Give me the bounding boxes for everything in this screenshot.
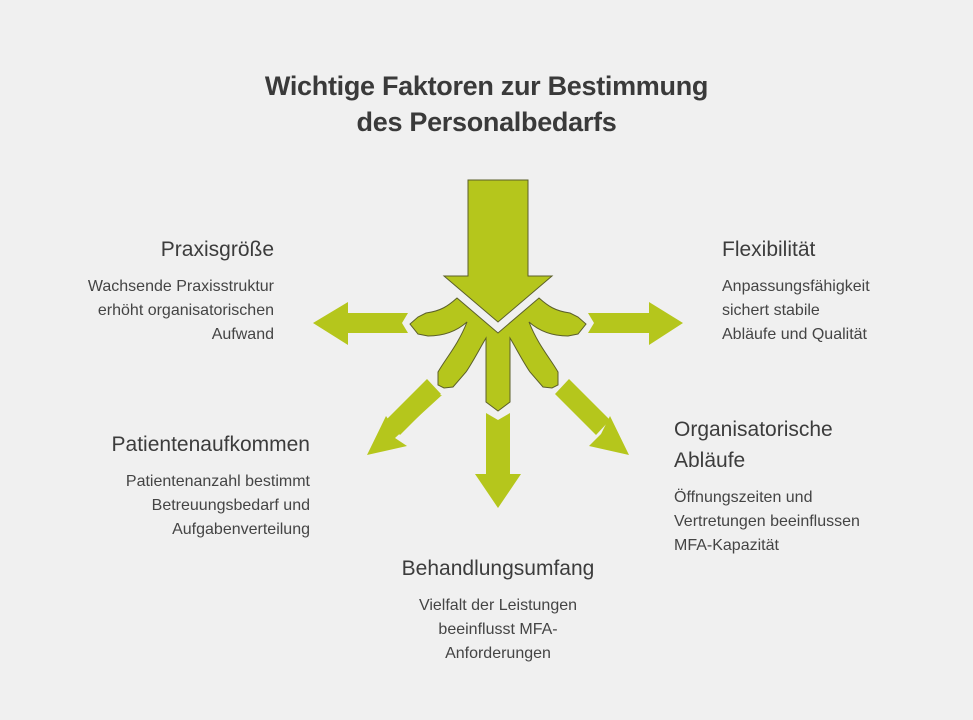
splitter-hub-icon	[409, 297, 587, 412]
desc-line: Patientenanzahl bestimmt	[125, 473, 310, 490]
factor-description: Anpassungsfähigkeit sichert stabile Ablä…	[722, 275, 942, 347]
factor-behandlungsumfang: Behandlungsumfang Vielfalt der Leistunge…	[368, 553, 628, 666]
desc-line: Abläufe und Qualität	[722, 326, 867, 343]
desc-line: Anpassungsfähigkeit	[722, 278, 870, 295]
factor-title: Patientenaufkommen	[111, 433, 310, 456]
factor-title: Organisatorische Abläufe	[674, 414, 934, 476]
desc-line: Wachsende Praxisstruktur	[87, 278, 274, 295]
desc-line: Vertretungen beeinflussen	[674, 513, 860, 530]
desc-line: beeinflusst MFA-	[438, 621, 558, 638]
desc-line: Öffnungszeiten und	[674, 489, 813, 506]
desc-line: Anforderungen	[445, 645, 551, 662]
incoming-down-arrow-icon	[442, 179, 554, 323]
title-line: Abläufe	[674, 449, 746, 472]
desc-line: Betreuungsbedarf und	[151, 497, 310, 514]
arrow-left-icon	[313, 302, 408, 345]
diagram-title: Wichtige Faktoren zur Bestimmung des Per…	[0, 68, 973, 140]
factor-description: Patientenanzahl bestimmt Betreuungsbedar…	[60, 470, 310, 542]
arrow-down-right-shaft	[555, 379, 610, 435]
desc-line: Aufgabenverteilung	[172, 521, 310, 538]
arrow-right-icon	[588, 302, 683, 345]
desc-line: sichert stabile	[722, 302, 820, 319]
desc-line: erhöht organisatorischen	[97, 302, 274, 319]
arrow-down-right-icon	[589, 416, 629, 455]
title-line-2: des Personalbedarfs	[356, 107, 617, 137]
title-line: Organisatorische	[674, 418, 833, 441]
factor-organisatorische-ablaeufe: Organisatorische Abläufe Öffnungszeiten …	[674, 414, 934, 558]
factor-praxisgroesse: Praxisgröße Wachsende Praxisstruktur erh…	[40, 234, 274, 347]
desc-line: Aufwand	[211, 326, 274, 343]
factor-flexibilitaet: Flexibilität Anpassungsfähigkeit sichert…	[722, 234, 942, 347]
factor-title: Behandlungsumfang	[401, 557, 595, 580]
factor-description: Vielfalt der Leistungen beeinflusst MFA-…	[368, 594, 628, 666]
desc-line: MFA-Kapazität	[674, 537, 779, 554]
arrow-down-icon	[475, 413, 521, 508]
factor-description: Öffnungszeiten und Vertretungen beeinflu…	[674, 486, 934, 558]
desc-line: Vielfalt der Leistungen	[418, 597, 578, 614]
factor-title: Praxisgröße	[160, 238, 274, 261]
factor-patientenaufkommen: Patientenaufkommen Patientenanzahl besti…	[60, 429, 310, 542]
factor-description: Wachsende Praxisstruktur erhöht organisa…	[40, 275, 274, 347]
arrow-down-left-shaft	[386, 379, 441, 435]
factor-title: Flexibilität	[722, 238, 816, 261]
title-line-1: Wichtige Faktoren zur Bestimmung	[264, 71, 709, 101]
